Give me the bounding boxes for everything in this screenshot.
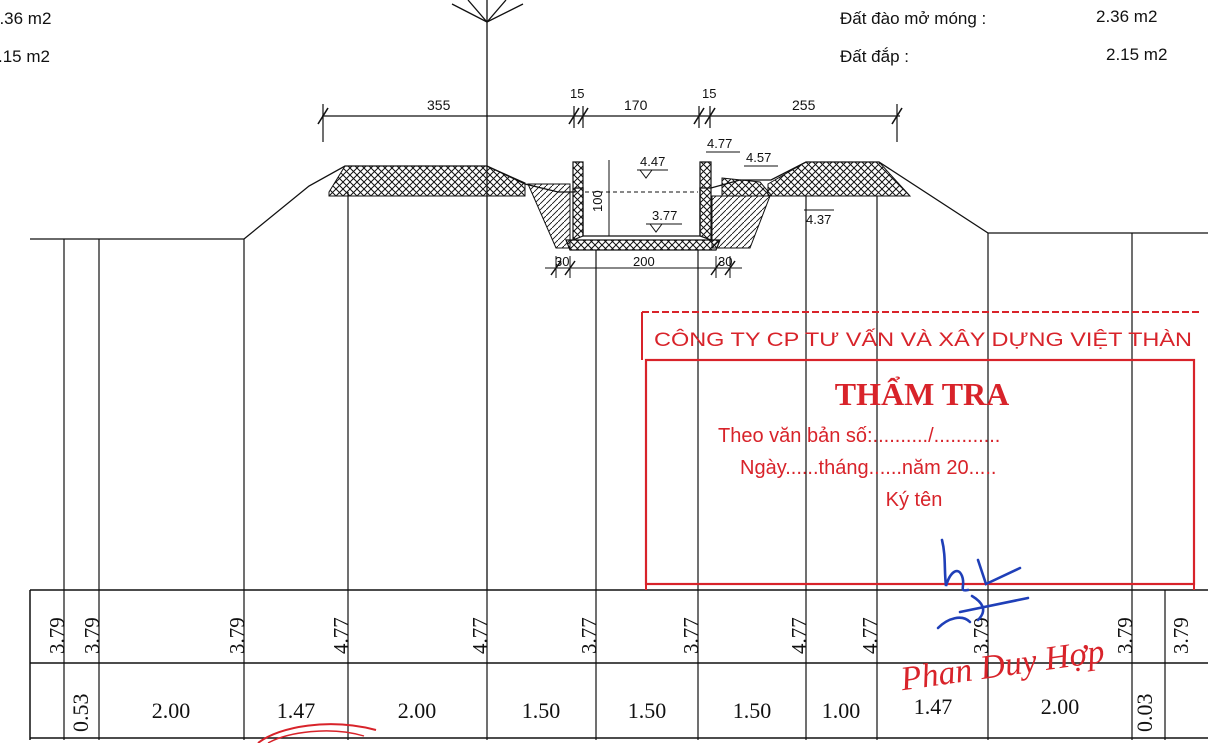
table-distance: 2.00: [398, 698, 437, 723]
table-distance: 1.50: [522, 698, 561, 723]
table-distance: 1.00: [822, 698, 861, 723]
left-fill-value: .15 m2: [0, 47, 50, 66]
pavement-right: [767, 161, 912, 197]
excavation-value: 2.36 m2: [1096, 7, 1157, 26]
data-table-frame: [29, 589, 1208, 740]
elevation-mark-3-77: 3.77: [646, 208, 682, 233]
pavement-left: [328, 165, 526, 197]
natural-ground-line: [30, 161, 1208, 240]
dimension-bottom-30-right: 30: [718, 254, 732, 269]
table-elevation: 3.79: [225, 617, 249, 654]
table-distance: 1.50: [628, 698, 667, 723]
stamp-sign-label: Ký tên: [886, 489, 943, 511]
ditch-fill-right: [711, 195, 771, 249]
distance-row: 0.53 2.00 1.47 2.00 1.50 1.50 1.50 1.00 …: [68, 694, 1157, 733]
table-distance: 0.53: [68, 694, 93, 733]
table-elevation: 4.77: [858, 617, 882, 654]
dimension-top-355: 355: [427, 97, 451, 113]
table-distance: 1.47: [914, 694, 953, 719]
left-excavation-value: 2.36 m2: [0, 9, 51, 28]
dimension-bottom-200: 200: [633, 254, 655, 269]
fill-value: 2.15 m2: [1106, 45, 1167, 64]
table-elevation: 4.77: [468, 617, 492, 654]
table-elevation: 3.77: [577, 617, 601, 654]
table-distance: 1.47: [277, 698, 316, 723]
elevation-label-4-47: 4.47: [640, 154, 665, 169]
elevation-label-3-77: 3.77: [652, 208, 677, 223]
ditch-fill-left: [527, 183, 571, 249]
elevation-mark-4-47: 4.47: [637, 154, 668, 179]
table-elevation: 3.77: [679, 617, 703, 654]
bottom-dimension-line: [545, 256, 742, 278]
table-distance: 0.03: [1132, 694, 1157, 733]
table-elevation: 4.77: [329, 617, 353, 654]
stamp-company-name: CÔNG TY CP TƯ VẤN VÀ XÂY DỰNG VIỆT THÀN: [654, 329, 1192, 351]
dimension-top-255: 255: [792, 97, 816, 113]
table-distance: 1.50: [733, 698, 772, 723]
ditch-height-label: 100: [590, 190, 605, 212]
table-elevation: 3.79: [1113, 617, 1137, 654]
ditch-wall-left: [572, 161, 584, 241]
table-distance: 2.00: [1041, 694, 1080, 719]
approval-stamp: CÔNG TY CP TƯ VẤN VÀ XÂY DỰNG VIỆT THÀN …: [641, 311, 1200, 590]
signer-name: Phan Duy Hợp: [897, 633, 1106, 698]
elevation-row: 3.79 3.79 3.79 4.77 4.77 3.77 3.77 4.77 …: [45, 617, 1193, 654]
stamp-title: THẨM TRA: [835, 376, 1010, 412]
dimension-top-170: 170: [624, 97, 648, 113]
elevation-label-4-77: 4.77: [707, 136, 732, 151]
elevation-label-4-57: 4.57: [746, 150, 771, 165]
centerline: [451, 0, 524, 590]
table-elevation: 3.79: [1169, 617, 1193, 654]
signature-scribble-icon: [936, 538, 1030, 630]
dimension-top-15-left: 15: [570, 86, 584, 101]
seal-arc-inner-icon: [267, 730, 365, 743]
stamp-date: Ngày......tháng......năm 20.....: [740, 457, 996, 479]
table-elevation: 3.79: [45, 617, 69, 654]
table-elevation: 4.77: [787, 617, 811, 654]
ditch-wall-right: [699, 161, 712, 241]
dimension-top-15-right: 15: [702, 86, 716, 101]
fill-label: Đất đắp :: [840, 47, 909, 66]
ditch-bottom: [565, 239, 721, 251]
elevation-mark-4-37: 4.37: [804, 209, 834, 227]
seal-arc-icon: [257, 723, 377, 743]
top-dimension-line: [317, 104, 903, 142]
elevation-mark-4-57: 4.57: [744, 150, 778, 167]
dimension-bottom-30-left: 30: [555, 254, 569, 269]
station-lines: [63, 192, 1166, 740]
table-elevation: 3.79: [969, 617, 993, 654]
stamp-document-number: Theo văn bản số:........../............: [718, 425, 1000, 447]
excavation-label: Đất đào mở móng :: [840, 9, 986, 28]
elevation-mark-4-77: 4.77: [706, 136, 740, 153]
table-distance: 2.00: [152, 698, 191, 723]
elevation-label-4-37: 4.37: [806, 212, 831, 227]
centerline-symbol-icon: [451, 0, 524, 23]
shoulder-right: [721, 177, 774, 197]
table-elevation: 3.79: [80, 617, 104, 654]
